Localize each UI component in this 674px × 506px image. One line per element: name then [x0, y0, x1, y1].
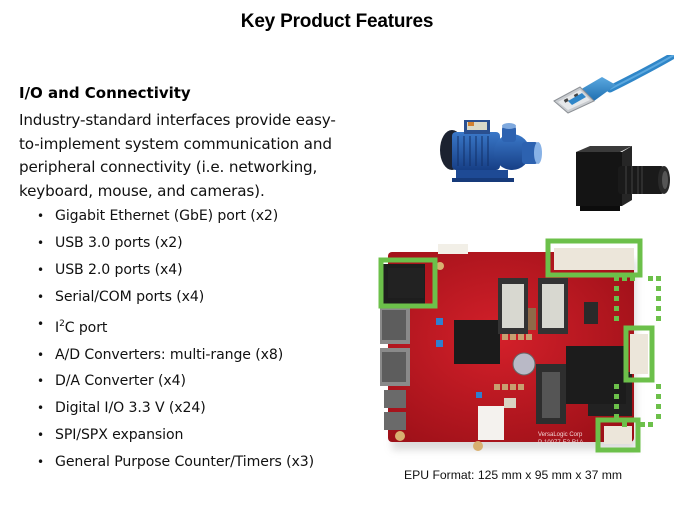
feature-text: I — [55, 319, 60, 336]
camera-image — [576, 146, 670, 211]
feature-list: • Gigabit Ethernet (GbE) port (x2) • USB 3… — [36, 203, 314, 476]
usb-cable-image — [553, 55, 674, 114]
superscript: 2 — [59, 318, 65, 329]
feature-item: • General Purpose Counter/Timers (x3) — [36, 449, 314, 476]
intro-line: peripheral connectivity (i.e. networking… — [19, 158, 318, 177]
feature-item: • Gigabit Ethernet (GbE) port (x2) — [36, 203, 314, 230]
bullet-icon: • — [37, 347, 44, 362]
board-dimensions-caption: EPU Format: 125 mm x 95 mm x 37 mm — [404, 468, 623, 482]
feature-item: • USB 3.0 ports (x2) — [36, 230, 314, 257]
feature-item: • USB 2.0 ports (x4) — [36, 257, 314, 284]
feature-text: D/A Converter (x4) — [55, 373, 186, 390]
bullet-icon: • — [37, 289, 44, 304]
feature-item: • Serial/COM ports (x4) — [36, 284, 314, 311]
feature-text: USB 2.0 ports (x4) — [55, 261, 183, 278]
feature-item: • D/A Converter (x4) — [36, 368, 314, 395]
feature-text: General Purpose Counter/Timers (x3) — [55, 454, 315, 471]
intro-paragraph: Industry-standard interfaces provide eas… — [19, 109, 409, 203]
water-pump-image — [440, 120, 542, 182]
circuit-board-image: VersaLogic Corp P-10077-E2 R1A — [378, 238, 661, 453]
feature-text: Serial/COM ports (x4) — [55, 288, 205, 305]
feature-item: • SPI/SPX expansion — [36, 422, 314, 449]
intro-line: to-implement system communication and — [19, 134, 332, 153]
bullet-icon: • — [37, 316, 44, 331]
bullet-icon: • — [37, 209, 44, 223]
bullet-icon: • — [37, 455, 44, 470]
feature-item: • A/D Converters: multi-range (x8) — [36, 342, 314, 369]
feature-text: Digital I/O 3.3 V (x24) — [55, 400, 206, 417]
board-maker-label: VersaLogic Corp — [538, 432, 583, 438]
feature-text: SPI/SPX expansion — [55, 427, 184, 444]
section-heading: I/O and Connectivity — [19, 84, 191, 102]
bullet-icon: • — [37, 374, 44, 389]
feature-text: Gigabit Ethernet (GbE) port (x2) — [55, 208, 279, 224]
feature-item: • I2C port — [36, 311, 314, 342]
intro-line: Industry-standard interfaces provide eas… — [19, 111, 336, 129]
board-part-label: P-10077-E2 R1A — [538, 440, 583, 446]
bullet-icon: • — [37, 262, 44, 277]
feature-text: C port — [64, 319, 108, 336]
bullet-icon: • — [37, 428, 44, 443]
feature-item: • Digital I/O 3.3 V (x24) — [36, 395, 314, 422]
slide-title: Key Product Features — [240, 11, 434, 32]
bullet-icon: • — [37, 235, 44, 250]
feature-text: USB 3.0 ports (x2) — [55, 234, 183, 251]
feature-text: A/D Converters: multi-range (x8) — [55, 346, 284, 363]
bullet-icon: • — [37, 401, 44, 416]
intro-line: keyboard, mouse, and cameras). — [19, 181, 265, 200]
